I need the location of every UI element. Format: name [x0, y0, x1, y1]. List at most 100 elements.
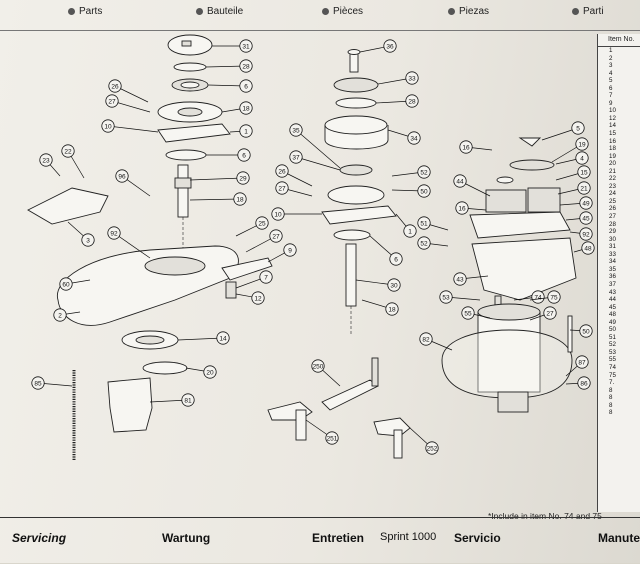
callout-c22: 22: [61, 144, 85, 179]
center-assembly: [267, 49, 411, 459]
callout-c29: 29: [189, 171, 250, 185]
item-number: 21: [609, 167, 616, 175]
callout-number: 20: [206, 369, 214, 376]
callout-c4: 4: [555, 151, 589, 165]
callout-c75: 75: [529, 290, 561, 304]
right-assembly: [441, 137, 577, 413]
callout-c1a: 1: [229, 124, 253, 138]
callout-c6b: 6: [206, 148, 251, 162]
item-number: 27: [609, 213, 616, 221]
stripper-hub-part: [177, 107, 203, 117]
callout-number: 27: [546, 310, 554, 317]
callout-bubble: [216, 331, 230, 345]
callout-bubble: [275, 181, 289, 195]
callout-bubble: [417, 236, 431, 250]
cone-cap-part: [518, 137, 542, 147]
handle-socket-b-part: [373, 417, 411, 437]
item-number: 44: [609, 296, 616, 304]
callout-number: 252: [427, 445, 438, 452]
winch-handle-part: [321, 379, 379, 411]
header-pieces: Pièces: [322, 6, 363, 17]
leader-line: [295, 156, 341, 171]
callout-number: 52: [420, 169, 428, 176]
bearing-inner-part: [180, 81, 200, 89]
item-number: 55: [609, 356, 616, 364]
callout-number: 25: [258, 220, 266, 227]
item-column-header: Item No.: [598, 34, 640, 47]
callout-bubble: [403, 224, 417, 238]
item-number: 9: [609, 99, 613, 107]
callout-number: 10: [274, 211, 282, 218]
leader-line: [189, 177, 244, 181]
callout-number: 45: [582, 215, 590, 222]
item-number: 14: [609, 122, 616, 130]
shaft-collar-part: [174, 177, 192, 189]
callout-bubble: [59, 277, 73, 291]
footer-entretien: Entretien: [312, 531, 365, 545]
item-number: 29: [609, 228, 616, 236]
callout-c28b: 28: [375, 94, 419, 108]
item-number: 10: [609, 107, 616, 115]
callout-number: 16: [458, 205, 466, 212]
callout-bubble: [289, 150, 303, 164]
callout-bubble: [577, 376, 591, 390]
callout-c20: 20: [185, 365, 217, 379]
callout-bubble: [389, 252, 403, 266]
callout-number: 22: [64, 148, 72, 155]
item-number: 3: [609, 62, 613, 70]
language-header: Parts Bauteile Pièces Piezas Parti: [0, 0, 640, 31]
center-pawl-plate-part: [321, 205, 397, 225]
callout-number: 49: [582, 200, 590, 207]
callout-bubble: [107, 226, 121, 240]
item-number: 51: [609, 333, 616, 341]
callout-c52a: 52: [391, 165, 431, 179]
item-number: 19: [609, 152, 616, 160]
lever-part: [221, 257, 273, 281]
callout-number: 75: [550, 294, 558, 301]
callout-c55: 55: [461, 306, 491, 320]
section-footer: Servicing Wartung Entretien Sprint 1000 …: [0, 517, 640, 564]
callout-number: 9: [288, 247, 292, 254]
callout-c51: 51: [417, 216, 449, 231]
bullet-icon: [448, 7, 455, 15]
callout-bubble: [108, 79, 122, 93]
footer-wartung: Wartung: [162, 531, 211, 545]
callout-bubble: [579, 211, 593, 225]
callout-number: 51: [420, 220, 428, 227]
top-gear-part: [509, 159, 555, 171]
callout-number: 50: [582, 328, 590, 335]
center-ring-part: [335, 97, 377, 109]
callout-c74: 74: [513, 290, 545, 304]
exploded-view-diagram: 3128626271810162996182322392252796071221…: [27, 34, 595, 460]
item-number: 49: [609, 318, 616, 326]
item-number: 43: [609, 288, 616, 296]
item-number: 25: [609, 197, 616, 205]
callout-number: 82: [422, 336, 430, 343]
callout-number: 92: [110, 230, 118, 237]
washer-part: [165, 149, 207, 161]
callout-c15: 15: [555, 165, 591, 181]
item-number: 8: [609, 401, 613, 409]
callout-bubble: [417, 184, 431, 198]
callout-number: 48: [584, 245, 592, 252]
item-number: 75: [609, 371, 616, 379]
item-number: 8: [609, 386, 613, 394]
callout-number: 92: [582, 231, 590, 238]
callout-c28a: 28: [205, 59, 253, 73]
callout-number: 86: [580, 380, 588, 387]
callout-bubble: [259, 270, 273, 284]
callout-bubble: [579, 324, 593, 338]
callout-c44: 44: [453, 174, 491, 197]
drum-top-part: [324, 115, 388, 135]
callout-bubble: [239, 124, 253, 138]
callout-c26a: 26: [108, 79, 149, 103]
callout-number: 35: [292, 127, 300, 134]
left-assembly: [27, 34, 273, 460]
callout-number: 27: [272, 233, 280, 240]
callout-c45: 45: [565, 211, 593, 225]
handle-grip-part: [371, 357, 379, 387]
footnote: *Include in item No. 74 and 75: [488, 511, 602, 521]
item-number: 5: [609, 77, 613, 85]
